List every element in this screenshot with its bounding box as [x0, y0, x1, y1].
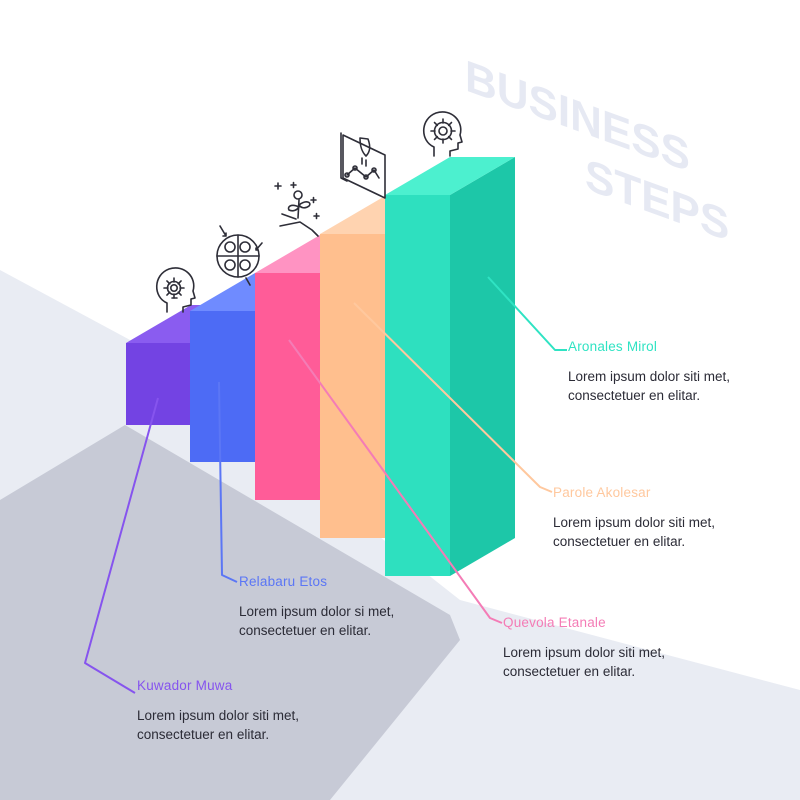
step-title-aronales: Aronales Mirol [568, 339, 658, 354]
bar-1-front [126, 343, 190, 425]
hand-plant-icon [274, 181, 320, 237]
step-title-relabaru: Relabaru Etos [239, 574, 328, 589]
leader-line-2 [218, 381, 238, 583]
floor-shadow [0, 425, 460, 800]
step-desc-relabaru: Lorem ipsum dolor si met,consectetuer en… [239, 604, 395, 638]
leader-line-4 [353, 302, 553, 493]
bar-5-front [385, 195, 450, 576]
leader-line-5 [487, 276, 567, 351]
bar-5-top [385, 157, 515, 195]
step-title-kuwador: Kuwador Muwa [137, 678, 233, 693]
bar-5 [385, 157, 515, 576]
leader-line-1 [84, 397, 159, 694]
step-title-parole: Parole Akolesar [553, 485, 651, 500]
step-title-quevola: Quevola Etanale [503, 615, 606, 630]
step-desc-quevola: Lorem ipsum dolor siti met,consectetuer … [503, 645, 666, 679]
step-desc-parole: Lorem ipsum dolor siti met,consectetuer … [553, 515, 716, 549]
bitcoin-exchange-icon [216, 225, 263, 286]
bar-5-side [450, 157, 515, 576]
leader-lines [84, 276, 567, 694]
step-bars [126, 157, 515, 576]
head-lightbulb-icon [155, 267, 196, 313]
step-icons [155, 111, 463, 313]
step-desc-kuwador: Lorem ipsum dolor siti met,consectetuer … [137, 708, 300, 742]
leader-line-3 [288, 339, 503, 624]
head-gear-icon [422, 111, 463, 157]
bar-3-front [255, 273, 320, 500]
bar-4-front [320, 234, 385, 538]
step-desc-aronales: Lorem ipsum dolor siti met,consectetuer … [568, 369, 731, 403]
rocket-chart-icon [340, 132, 386, 199]
bar-2-front [190, 311, 255, 462]
